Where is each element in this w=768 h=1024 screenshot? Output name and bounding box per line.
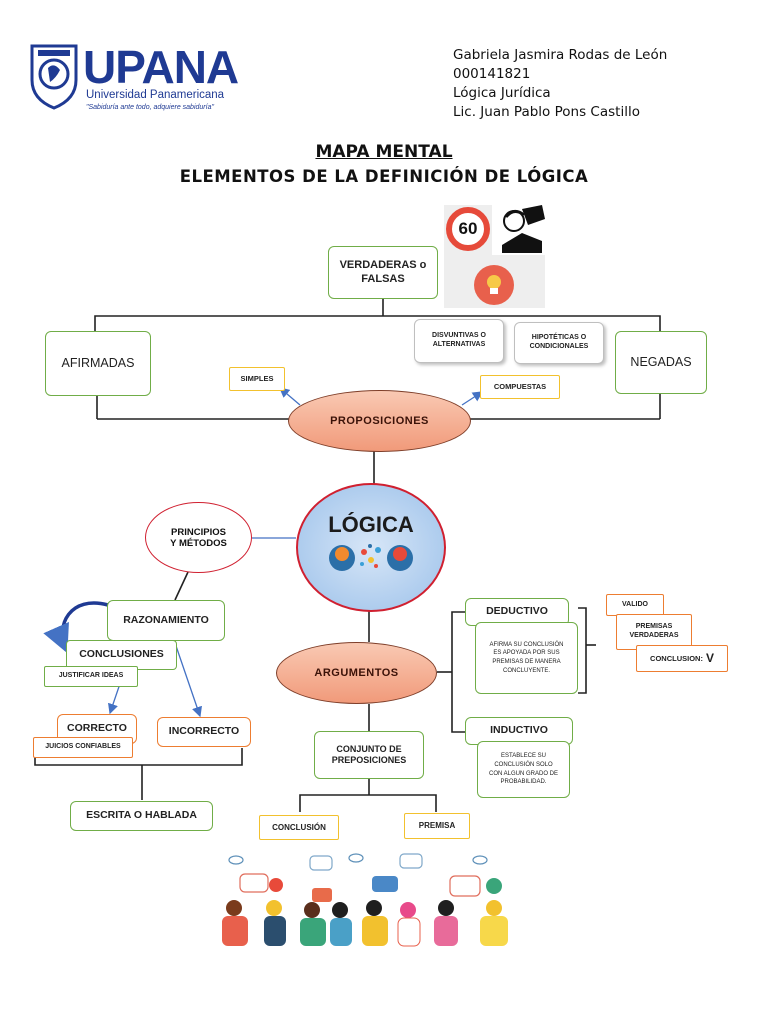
logo-subtitle: Universidad Panamericana	[86, 89, 225, 101]
node-compuestas: COMPUESTAS	[480, 375, 560, 399]
question-icon	[486, 878, 502, 894]
node-verdaderas-falsas: VERDADERAS o FALSAS	[328, 246, 438, 299]
brains-icon	[329, 543, 413, 571]
alert-icon	[269, 878, 283, 892]
header-info: Gabriela Jasmira Rodas de León 000141821…	[453, 46, 667, 122]
node-justificar-ideas: JUSTIFICAR IDEAS	[44, 666, 138, 687]
node-conclusion: CONCLUSIÓN	[259, 815, 339, 840]
conclusion-v-label: CONCLUSION:	[650, 653, 703, 663]
speech-bubbles-icon	[239, 853, 481, 897]
thinking-illustration: 60	[444, 205, 545, 308]
thinker-icon	[492, 205, 545, 255]
logo-name: UPANA	[83, 41, 239, 93]
node-deductivo-desc: AFIRMA SU CONCLUSIÓN ES APOYADA POR SUS …	[475, 622, 578, 694]
student-id: 000141821	[453, 66, 531, 82]
logica-label: LÓGICA	[328, 511, 414, 537]
conclusion-v-mark: V	[705, 651, 714, 665]
node-inductivo: INDUCTIVO	[465, 717, 573, 745]
node-afirmadas: AFIRMADAS	[45, 331, 151, 396]
logo-motto: "Sabiduría ante todo, adquiere sabiduría…	[86, 104, 214, 111]
node-conjunto-preposiciones: CONJUNTO DE PREPOSICIONES	[314, 731, 424, 779]
node-conclusion-v: CONCLUSION: V	[636, 645, 728, 672]
eye-icons	[228, 853, 488, 865]
node-negadas: NEGADAS	[615, 331, 707, 394]
course-name: Lógica Jurídica	[453, 85, 551, 101]
node-premisa: PREMISA	[404, 813, 470, 839]
node-principios-metodos: PRINCIPIOS Y MÉTODOS	[145, 502, 252, 573]
node-conclusiones: CONCLUSIONES	[66, 640, 177, 670]
node-inductivo-desc: ESTABLECE SU CONCLUSIÓN SOLO CON ALGUN G…	[477, 741, 570, 798]
page-subtitle: ELEMENTOS DE LA DEFINICIÓN DE LÓGICA	[179, 167, 589, 186]
node-disyuntivas: DISVUNTIVAS O ALTERNATIVAS	[414, 319, 504, 363]
node-argumentos: ARGUMENTOS	[276, 642, 437, 704]
top-bracket	[94, 315, 661, 332]
teacher-name: Lic. Juan Pablo Pons Castillo	[453, 104, 640, 120]
node-hipoteticas: HIPOTÉTICAS O CONDICIONALES	[514, 322, 604, 364]
author-name: Gabriela Jasmira Rodas de León	[453, 47, 668, 63]
shield-icon	[30, 44, 78, 110]
node-logica: LÓGICA	[296, 483, 446, 612]
node-simples: SIMPLES	[229, 367, 285, 391]
people-discussion-illustration	[222, 853, 508, 947]
node-escrita-hablada: ESCRITA O HABLADA	[70, 801, 213, 831]
node-juicios-confiables: JUICIOS CONFIABLES	[33, 737, 133, 758]
lightbulb-icon	[474, 265, 514, 305]
node-deductivo: DEDUCTIVO	[465, 598, 569, 626]
chat-icon	[372, 876, 398, 892]
people-group	[222, 900, 508, 947]
node-proposiciones: PROPOSICIONES	[288, 390, 471, 452]
node-valido: VALIDO	[606, 594, 664, 616]
node-incorrecto: INCORRECTO	[157, 717, 251, 747]
node-razonamiento: RAZONAMIENTO	[107, 600, 225, 641]
speed-sign-icon: 60	[446, 207, 490, 251]
university-logo: UPANA Universidad Panamericana "Sabidurí…	[28, 41, 239, 112]
speed-sign-value: 60	[458, 219, 478, 238]
page-title: MAPA MENTAL	[315, 142, 453, 162]
node-premisas-verdaderas: PREMISAS VERDADERAS	[616, 614, 692, 650]
